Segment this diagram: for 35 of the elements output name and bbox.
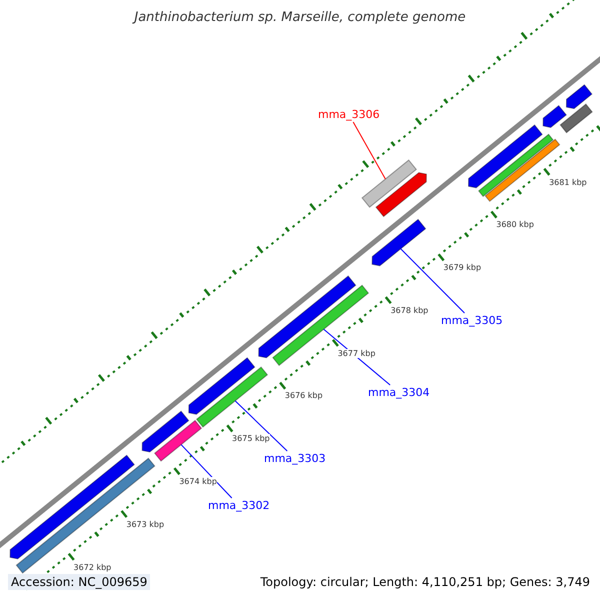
gene-bar — [258, 275, 356, 358]
position-label: 3680 kbp — [496, 220, 534, 230]
position-label: 3679 kbp — [443, 263, 482, 272]
gene-label: mma_3304 — [368, 386, 430, 399]
leader-line — [352, 122, 386, 180]
gene-label: mma_3303 — [264, 452, 326, 465]
position-label: 3681 kbp — [549, 178, 587, 187]
gene-label: mma_3305 — [441, 314, 503, 327]
gene-label: mma_3302 — [208, 499, 270, 512]
gene-bar — [468, 124, 543, 188]
gene-bar — [196, 366, 268, 428]
leader-line — [400, 248, 465, 314]
accession-text: Accession: NC_009659 — [8, 574, 150, 590]
gene-bar — [560, 103, 593, 134]
leader-line — [323, 328, 391, 386]
position-label: 3674 kbp — [179, 476, 217, 486]
gene-bar — [188, 357, 256, 415]
gene-bar — [372, 218, 426, 266]
leader-line — [180, 444, 232, 498]
position-label: 3678 kbp — [390, 306, 428, 315]
position-label: 3673 kbp — [126, 520, 164, 529]
position-label: 3675 kbp — [232, 434, 270, 444]
gene-label: mma_3306 — [318, 108, 380, 121]
position-label: 3672 kbp — [74, 562, 112, 572]
gene-bar — [542, 104, 567, 128]
gene-bar — [154, 420, 202, 462]
gene-bar — [375, 172, 427, 218]
genome-summary: Topology: circular; Length: 4,110,251 bp; Genes: 3,749 — [260, 575, 590, 589]
gene-bar — [142, 410, 190, 453]
leader-line — [234, 400, 288, 452]
position-label: 3676 kbp — [284, 391, 323, 400]
gene-bar — [361, 159, 417, 208]
position-label: 3677 kbp — [338, 348, 376, 358]
genome-title: Janthinobacterium sp. Marseille, complete genome — [131, 10, 467, 25]
gene-bar — [566, 84, 593, 110]
